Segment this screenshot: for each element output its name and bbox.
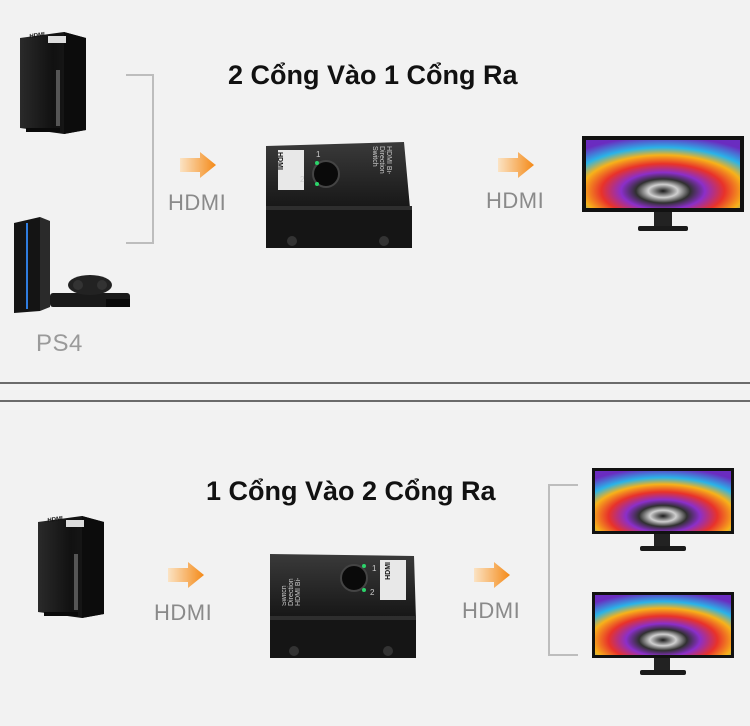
switch-model-text: HDMI Bi-Direction Switch (282, 577, 302, 606)
hdmi-input-label: HDMI (168, 190, 227, 215)
switch-model-text: HDMI Bi-Direction Switch (372, 146, 392, 175)
ps4-label: PS4 (36, 330, 83, 357)
pc-tower-icon (18, 30, 88, 136)
output-bracket (548, 484, 578, 656)
input-bracket (126, 74, 154, 244)
monitor-icon (592, 592, 734, 678)
top-section-title: 2 Cổng Vào 1 Cổng Ra (228, 60, 518, 90)
switch-brand-text: HDMI (276, 152, 283, 170)
arrow-right-icon (180, 152, 216, 178)
port-2-label: 2 (300, 175, 305, 184)
arrow-right-icon (168, 562, 204, 588)
pc-tower-icon (36, 514, 106, 620)
section-divider (0, 382, 750, 384)
monitor-icon (592, 468, 734, 554)
section-divider (0, 400, 750, 402)
port-2-label: 2 (370, 588, 375, 597)
port-1-label: 1 (372, 564, 377, 573)
hdmi-output-label: HDMI (486, 188, 545, 213)
port-1-label: 1 (316, 150, 321, 159)
switch-brand-text: HDMI (385, 562, 392, 580)
bottom-section-title: 1 Cổng Vào 2 Cổng Ra (206, 476, 496, 506)
arrow-right-icon (474, 562, 510, 588)
hdmi-switch-device (258, 138, 418, 254)
arrow-right-icon (498, 152, 534, 178)
monitor-icon (582, 136, 744, 234)
hdmi-input-label: HDMI (154, 600, 213, 625)
ps4-console-icon (10, 215, 132, 315)
hdmi-output-label: HDMI (462, 598, 521, 623)
hdmi-switch-device (264, 548, 424, 662)
